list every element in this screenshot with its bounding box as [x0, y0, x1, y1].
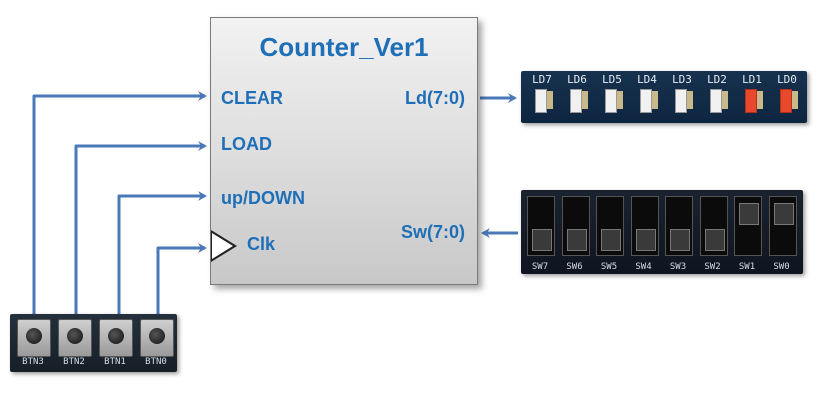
led-ld2: LD2 — [700, 71, 734, 123]
led-ld6: LD6 — [560, 71, 594, 123]
led-ld0: LD0 — [770, 71, 804, 123]
switch-sw5[interactable]: SW5 — [594, 196, 624, 272]
button-cap-icon[interactable] — [108, 328, 124, 344]
switch-sw0[interactable]: SW0 — [767, 196, 797, 272]
switch-knob[interactable] — [739, 203, 759, 225]
switch-housing — [699, 196, 728, 256]
switch-label: SW1 — [738, 262, 756, 272]
resistor-icon — [687, 91, 693, 109]
port-clear: CLEAR — [221, 88, 283, 108]
switch-board: SW7 SW6 SW5 SW4 SW3 SW2 SW1 SW0 — [521, 190, 803, 274]
switch-housing — [596, 196, 624, 256]
led-ld3: LD3 — [665, 71, 699, 123]
button-cap-icon[interactable] — [149, 328, 165, 344]
switch-label: SW6 — [566, 262, 583, 272]
led-label: LD0 — [777, 73, 797, 86]
button-housing — [17, 319, 51, 357]
led-ld1: LD1 — [735, 71, 769, 123]
resistor-icon — [652, 91, 658, 109]
button-board: BTN3 BTN2 BTN1 BTN0 — [10, 314, 177, 372]
pushbutton-btn0[interactable]: BTN0 — [137, 319, 175, 371]
switch-housing — [527, 196, 555, 256]
button-label: BTN0 — [145, 357, 167, 367]
led-indicator — [640, 89, 652, 113]
button-cap-icon[interactable] — [26, 328, 42, 344]
led-indicator — [710, 89, 722, 113]
led-label: LD7 — [532, 73, 552, 86]
led-label: LD4 — [637, 73, 657, 86]
pushbutton-btn2[interactable]: BTN2 — [55, 319, 93, 371]
led-label: LD5 — [602, 73, 622, 86]
switch-sw6[interactable]: SW6 — [560, 196, 590, 272]
resistor-icon — [757, 91, 763, 109]
button-label: BTN2 — [63, 357, 85, 367]
switch-knob[interactable] — [601, 229, 621, 251]
switch-knob[interactable] — [566, 229, 587, 251]
clock-triangle-icon — [211, 230, 237, 262]
pushbutton-btn1[interactable]: BTN1 — [96, 319, 134, 371]
led-indicator — [605, 89, 617, 113]
led-indicator — [675, 89, 687, 113]
button-label: BTN1 — [104, 357, 126, 367]
switch-sw7[interactable]: SW7 — [525, 196, 555, 272]
wire-btn2-load — [74, 141, 207, 318]
switch-label: SW2 — [704, 262, 721, 272]
led-board: LD7 LD6 LD5 LD4 LD3 LD2 LD1 LD0 — [521, 71, 807, 123]
switch-housing — [734, 196, 762, 256]
switch-label: SW4 — [635, 262, 652, 272]
led-label: LD6 — [567, 73, 587, 86]
led-indicator — [780, 89, 792, 113]
switch-housing — [768, 196, 797, 256]
pushbutton-btn3[interactable]: BTN3 — [14, 319, 52, 371]
led-label: LD2 — [707, 73, 727, 86]
led-label: LD1 — [742, 73, 762, 86]
button-cap-icon[interactable] — [67, 328, 83, 344]
led-label: LD3 — [672, 73, 692, 86]
switch-sw1[interactable]: SW1 — [732, 196, 762, 272]
counter-block: Counter_Ver1 CLEAR LOAD up/DOWN Clk Ld(7… — [210, 17, 478, 285]
resistor-icon — [617, 91, 623, 109]
resistor-icon — [547, 91, 553, 109]
wire-btn1-updown — [117, 191, 207, 318]
switch-housing — [630, 196, 659, 256]
switch-sw2[interactable]: SW2 — [698, 196, 728, 272]
resistor-icon — [722, 91, 728, 109]
button-label: BTN3 — [22, 357, 44, 367]
switch-housing — [665, 196, 693, 256]
button-housing — [99, 319, 133, 357]
switch-label: SW0 — [773, 262, 790, 272]
switch-knob[interactable] — [635, 229, 656, 251]
led-indicator — [570, 89, 582, 113]
block-title: Counter_Ver1 — [259, 32, 429, 62]
switch-knob[interactable] — [532, 229, 552, 251]
resistor-icon — [792, 91, 798, 109]
wire-btn3-clear — [32, 91, 207, 318]
led-indicator — [745, 89, 757, 113]
button-housing — [140, 319, 174, 357]
port-load: LOAD — [221, 134, 272, 154]
port-updown: up/DOWN — [221, 188, 305, 208]
switch-knob[interactable] — [670, 229, 690, 251]
switch-knob[interactable] — [704, 229, 725, 251]
switch-label: SW7 — [531, 262, 549, 272]
resistor-icon — [582, 91, 588, 109]
switch-label: SW5 — [600, 262, 618, 272]
switch-sw3[interactable]: SW3 — [663, 196, 693, 272]
port-sw: Sw(7:0) — [400, 222, 465, 242]
switch-sw4[interactable]: SW4 — [629, 196, 659, 272]
led-ld5: LD5 — [595, 71, 629, 123]
switch-label: SW3 — [669, 262, 687, 272]
port-ld: Ld(7:0) — [405, 88, 465, 108]
led-indicator — [535, 89, 547, 113]
led-ld4: LD4 — [630, 71, 664, 123]
switch-knob[interactable] — [773, 203, 794, 225]
led-ld7: LD7 — [525, 71, 559, 123]
button-housing — [58, 319, 92, 357]
switch-housing — [561, 196, 590, 256]
port-clk: Clk — [247, 234, 276, 254]
wire-btn0-clk — [156, 243, 207, 318]
